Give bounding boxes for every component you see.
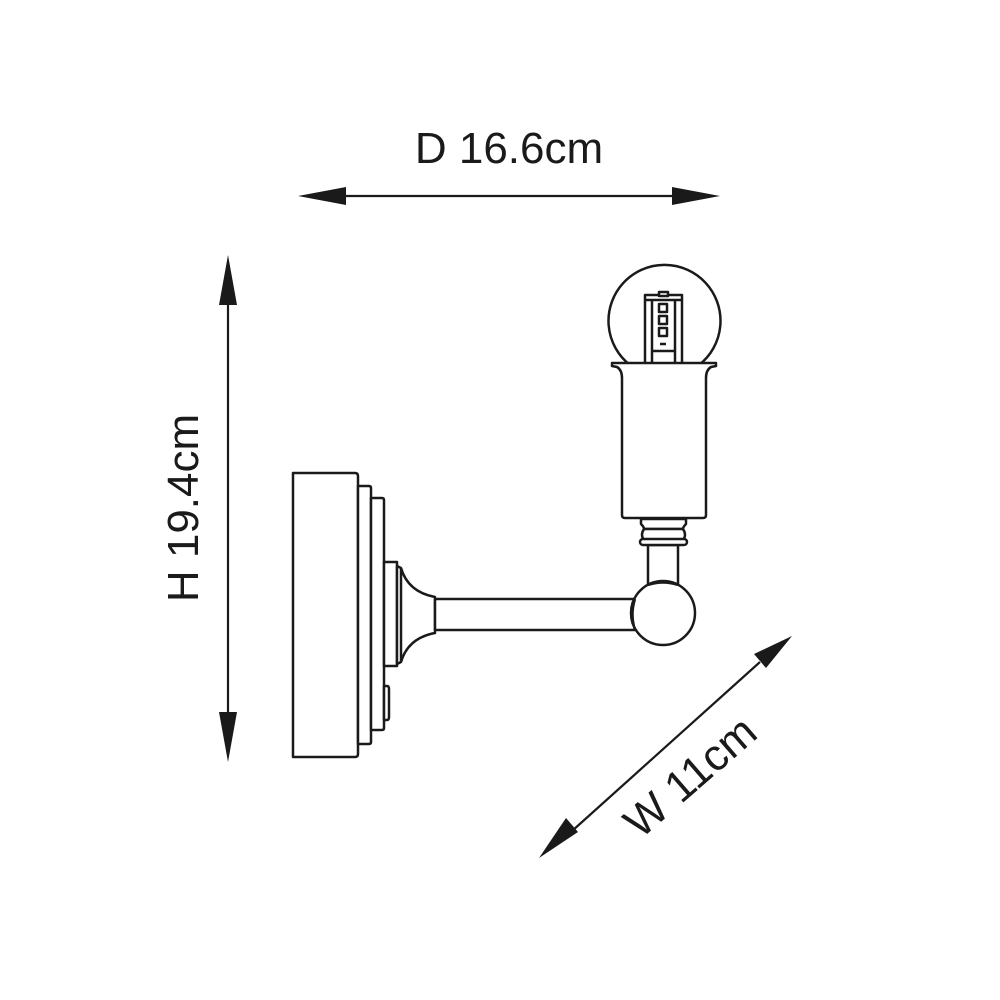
arrow-diag-up-icon: [754, 636, 792, 668]
arrow-left-icon: [298, 187, 346, 205]
height-dimension: H 19.4cm: [159, 255, 237, 762]
backplate-main: [291, 471, 360, 759]
elbow-ball-stem-seam: [647, 581, 679, 587]
socket: [610, 361, 718, 520]
backplate-step-2: [369, 496, 386, 732]
backplate: [291, 471, 391, 759]
width-label: W 11cm: [615, 707, 766, 848]
collar: [638, 517, 689, 547]
led-chip-cap: [657, 290, 670, 298]
depth-dimension: D 16.6cm: [298, 124, 720, 205]
socket-body: [610, 361, 718, 520]
mount-flare: [395, 564, 437, 666]
arrow-down-icon: [219, 712, 237, 762]
collar-bottom-ring: [638, 537, 689, 547]
width-line: [571, 661, 761, 832]
mount: [382, 560, 437, 668]
arm: [433, 597, 642, 632]
led-chip: [643, 290, 684, 367]
mount-block: [382, 560, 399, 668]
depth-label: D 16.6cm: [415, 124, 603, 173]
height-label: H 19.4cm: [159, 414, 208, 602]
arrow-diag-down-icon: [539, 818, 578, 858]
arrow-up-icon: [219, 255, 237, 305]
width-dimension: W 11cm: [539, 636, 792, 858]
elbow-ball-arm-seam: [631, 598, 637, 631]
bulb: [607, 263, 722, 367]
elbow-ball: [629, 579, 697, 647]
switch-nub: [382, 684, 391, 722]
led-segment-1: [657, 302, 669, 314]
led-segment-2: [657, 314, 669, 326]
backplate-step-1: [356, 484, 373, 746]
led-segment-3: [657, 326, 669, 338]
lamp-drawing: [291, 263, 722, 759]
arrow-right-icon: [672, 187, 720, 205]
collar-top-ring: [639, 517, 688, 531]
